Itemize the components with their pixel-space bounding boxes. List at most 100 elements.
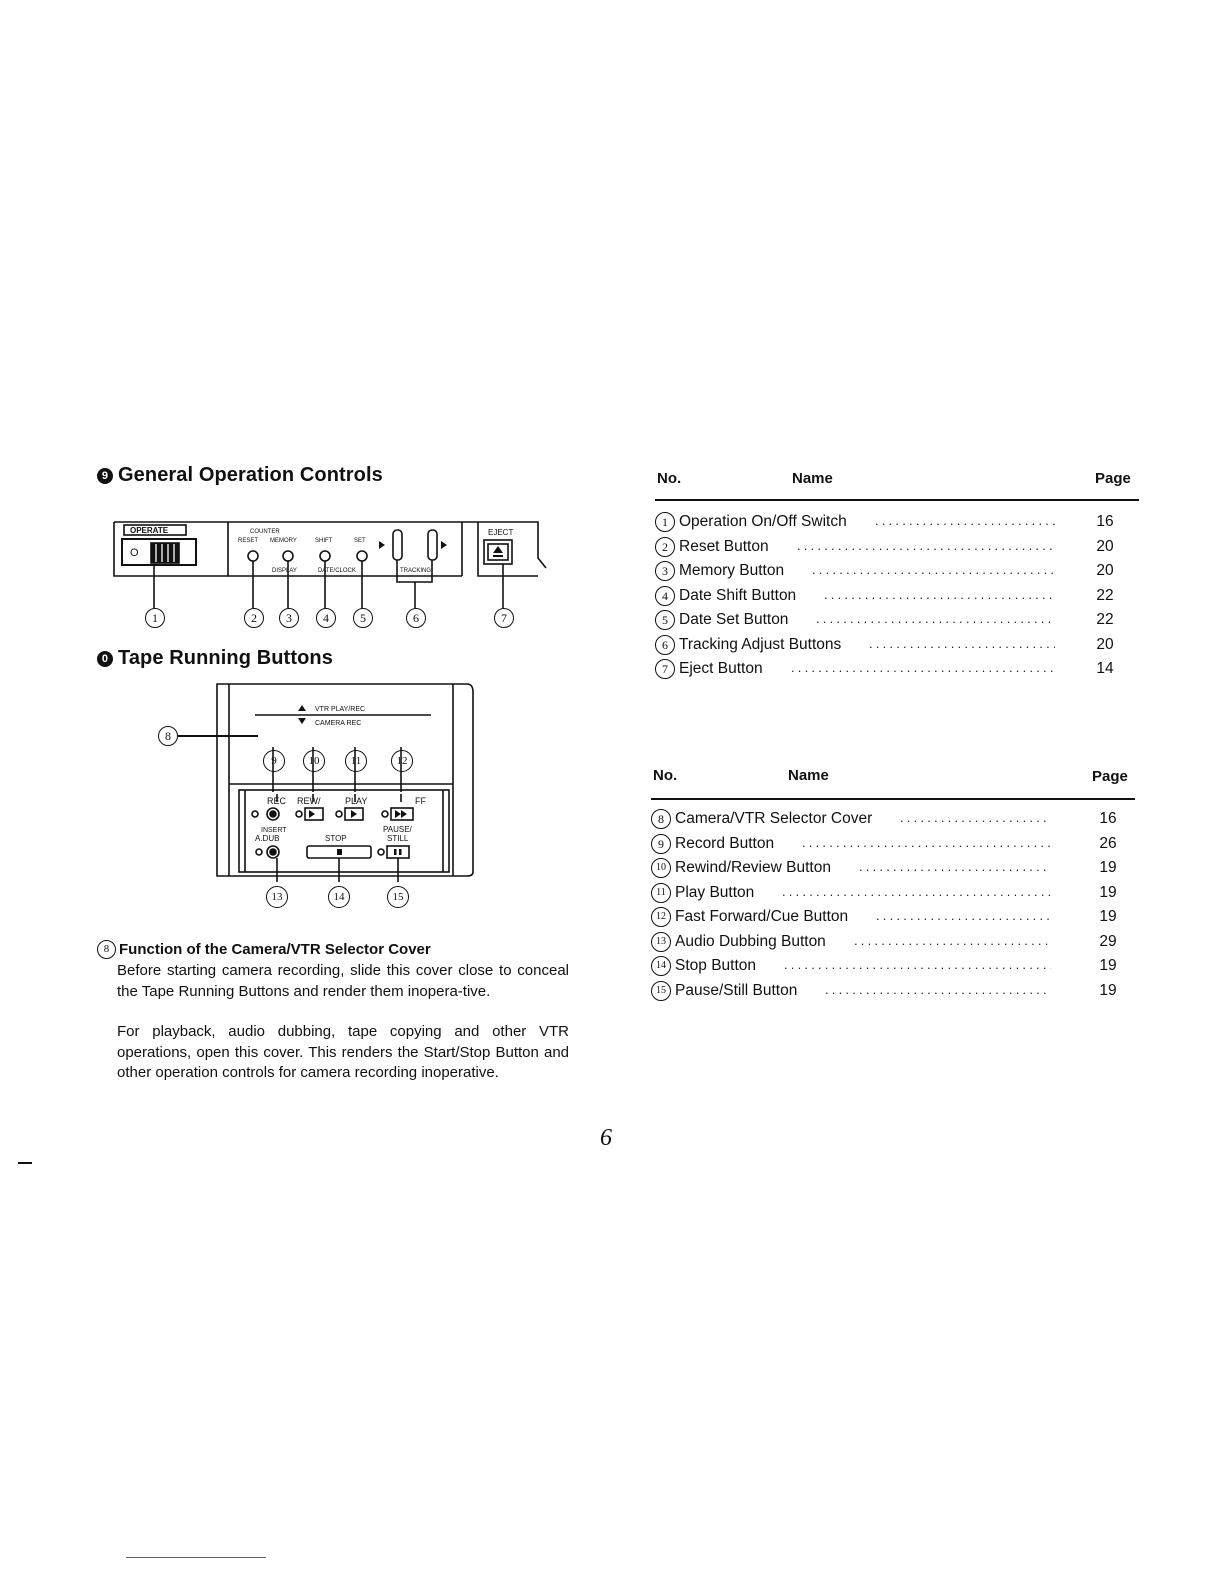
function-num: 8 <box>97 940 116 959</box>
function-title: Function of the Camera/VTR Selector Cove… <box>119 941 431 958</box>
row-page: 20 <box>1096 562 1114 579</box>
row-page: 19 <box>1099 981 1117 999</box>
row-leader-dots: ........................................… <box>825 981 1051 997</box>
camera-label: CAMERA REC <box>315 720 361 727</box>
general-controls-diagram: OPERATE O COUNTER RESET MEMORY SHIFT SET… <box>113 521 547 608</box>
table1-header-name: Name <box>792 470 833 487</box>
row-name: Eject Button <box>679 660 763 677</box>
table2-rule <box>651 798 1135 800</box>
row-page: 20 <box>1096 537 1114 555</box>
row-leader-dots: ........................................… <box>816 611 1055 626</box>
row-number: 5 <box>655 610 675 630</box>
row-name: Fast Forward/Cue Button <box>675 908 849 925</box>
callout-12: 12 <box>391 750 413 772</box>
row-page: 14 <box>1096 660 1114 677</box>
callout-8-leader <box>178 735 258 737</box>
row-name: Audio Dubbing Button <box>675 932 826 950</box>
operate-label: OPERATE <box>130 526 169 535</box>
row-page: 19 <box>1099 859 1117 876</box>
row-leader-dots: ........................................… <box>824 586 1055 602</box>
row-number: 7 <box>655 659 675 679</box>
row-number: 1 <box>655 512 675 532</box>
switch-mark: O <box>130 547 139 559</box>
callout-5: 5 <box>353 608 373 628</box>
row-leader-dots: ........................................… <box>784 957 1051 972</box>
tracking-label: TRACKING <box>400 568 431 574</box>
function-heading: 8 Function of the Camera/VTR Selector Co… <box>97 940 431 959</box>
callout-8: 8 <box>158 726 178 746</box>
section-general-heading: 9 General Operation Controls <box>97 464 383 487</box>
play-label: PLAY <box>345 796 367 806</box>
tape-buttons-diagram: VTR PLAY/REC CAMERA REC REC REW/ PLAY FF… <box>216 683 474 882</box>
rec-label: REC <box>267 796 287 806</box>
row-name: Date Set Button <box>679 611 789 628</box>
callout-4: 4 <box>316 608 336 628</box>
row-page: 22 <box>1096 586 1114 604</box>
insert-label: INSERT <box>261 827 287 834</box>
row-page: 16 <box>1096 513 1114 530</box>
row-number: 3 <box>655 561 675 581</box>
row-number: 4 <box>655 585 675 606</box>
row-number: 6 <box>655 634 675 655</box>
row-name: Reset Button <box>679 537 769 555</box>
row-name: Play Button <box>675 883 755 901</box>
section-title: Tape Running Buttons <box>118 647 333 669</box>
row-leader-dots: ........................................… <box>854 932 1051 948</box>
ff-label: FF <box>415 796 426 806</box>
section-title: General Operation Controls <box>118 464 383 486</box>
table2-header-name: Name <box>788 767 829 784</box>
row-name: Operation On/Off Switch <box>679 513 847 530</box>
row-number: 9 <box>651 833 671 854</box>
counter-label: COUNTER <box>250 529 280 535</box>
callout-2: 2 <box>244 608 264 628</box>
row-leader-dots: ........................................… <box>802 834 1051 850</box>
memory-label: MEMORY <box>270 538 297 544</box>
row-name: Tracking Adjust Buttons <box>679 635 842 653</box>
callout-10: 10 <box>303 750 325 772</box>
table1-header-no: No. <box>657 470 682 487</box>
shift-label: SHIFT <box>315 538 333 544</box>
page-number: 6 <box>600 1125 612 1151</box>
row-page: 20 <box>1096 635 1114 653</box>
rew-label: REW/ <box>297 796 321 806</box>
row-number: 10 <box>651 858 671 878</box>
row-number: 14 <box>651 956 671 976</box>
display-label: DISPLAY <box>272 568 297 574</box>
callout-6: 6 <box>406 608 426 628</box>
row-leader-dots: ........................................… <box>812 562 1055 577</box>
margin-mark <box>18 1162 32 1164</box>
function-paragraph-1: Before starting camera recording, slide … <box>117 962 569 1000</box>
footer-link-rule <box>126 1557 266 1558</box>
row-page: 16 <box>1099 810 1117 827</box>
row-number: 2 <box>655 536 675 557</box>
row-page: 19 <box>1099 957 1117 974</box>
row-leader-dots: ........................................… <box>900 810 1051 825</box>
table1-rule <box>655 499 1139 501</box>
adub-label: A.DUB <box>255 834 279 843</box>
row-number: 15 <box>651 980 671 1001</box>
row-number: 11 <box>651 882 671 903</box>
table1-header-page: Page <box>1095 470 1131 487</box>
pause-label: PAUSE/ <box>383 825 413 834</box>
vtr-label: VTR PLAY/REC <box>315 706 365 713</box>
function-paragraph-2: For playback, audio dubbing, tape copyin… <box>117 1023 569 1081</box>
table2-header-page: Page <box>1092 768 1128 785</box>
row-name: Stop Button <box>675 957 757 974</box>
row-number: 12 <box>651 907 671 927</box>
section-tape-heading: 0 Tape Running Buttons <box>97 647 333 670</box>
row-leader-dots: ........................................… <box>782 883 1051 899</box>
row-leader-dots: ........................................… <box>791 660 1055 675</box>
callout-11: 11 <box>345 750 367 772</box>
row-number: 8 <box>651 809 671 829</box>
row-name: Camera/VTR Selector Cover <box>675 810 873 827</box>
